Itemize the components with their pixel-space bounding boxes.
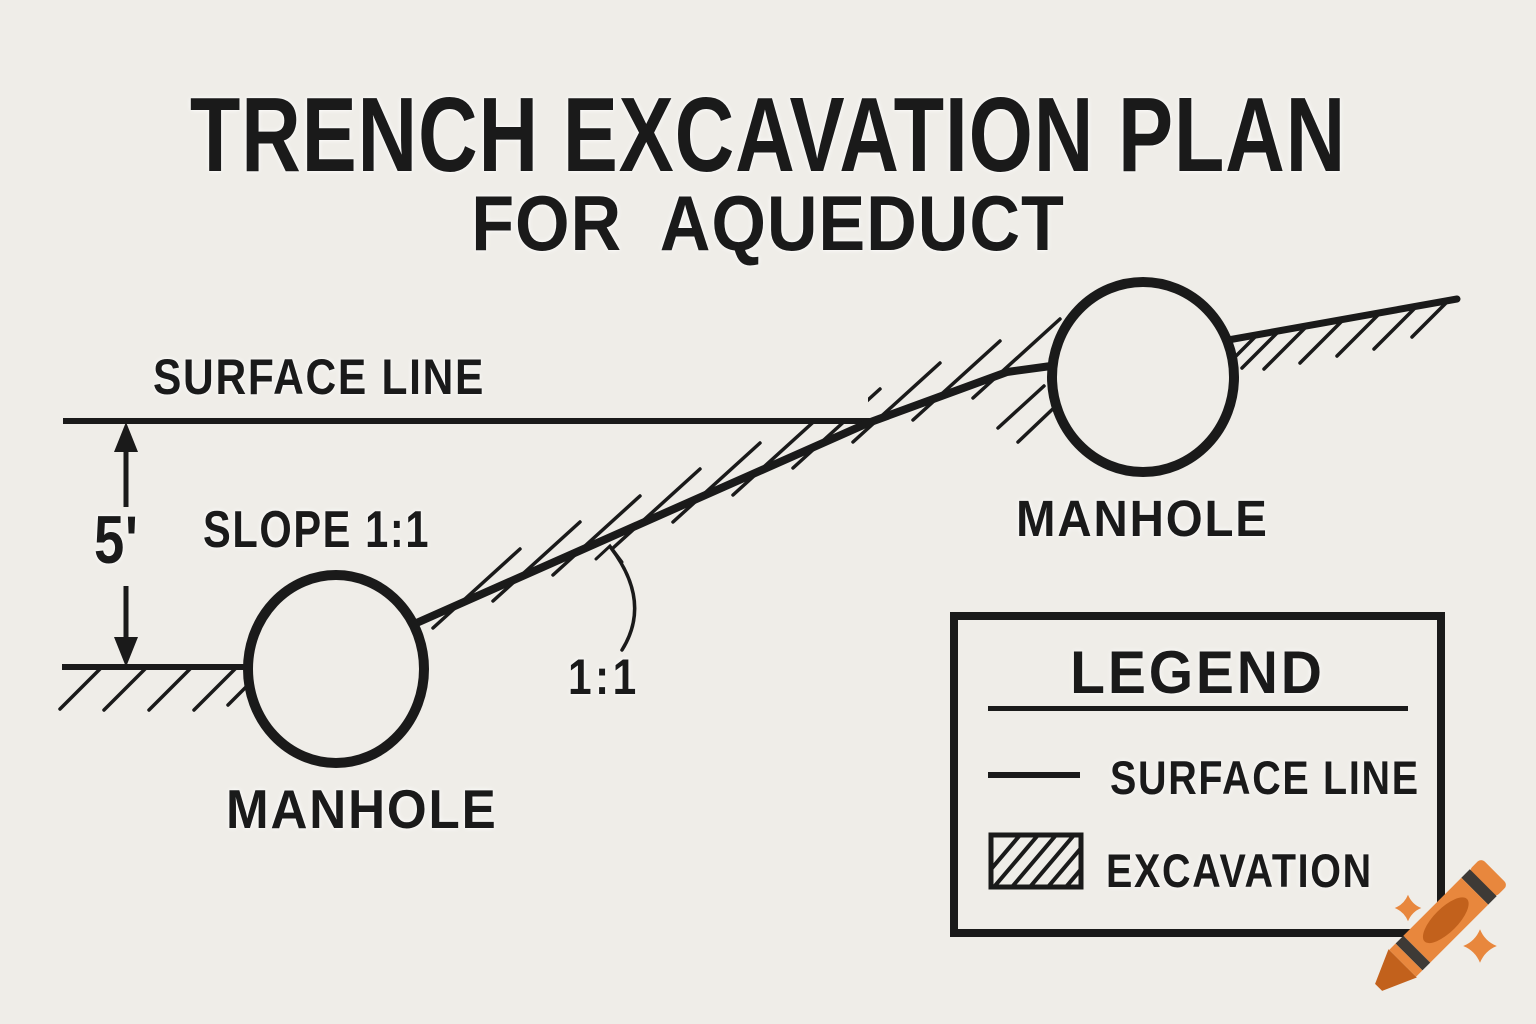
slope-hatching (431, 317, 1062, 630)
trench-bottom-hatching (58, 667, 265, 712)
slope-line (408, 362, 1055, 629)
manhole-left-label: MANHOLE (226, 778, 498, 840)
right-surface-hatching (1230, 301, 1448, 371)
crayon-body (1375, 860, 1506, 991)
legend-item-excavation: EXCAVATION (1106, 844, 1373, 897)
page-title: TRENCH EXCAVATION PLAN (189, 76, 1347, 194)
manhole-right-label: MANHOLE (1016, 490, 1269, 547)
slope-ratio-label: 1:1 (568, 649, 640, 705)
surface-line-symbol (988, 772, 1080, 778)
manhole-right-circle (1047, 277, 1239, 477)
right-surface-line (1224, 295, 1461, 344)
legend-item-surface-line: SURFACE LINE (1110, 751, 1420, 804)
slope-angle-annotation (594, 543, 637, 652)
sparkle-icon (1394, 894, 1497, 963)
slope-label: SLOPE 1:1 (203, 501, 431, 559)
legend-title: LEGEND (1070, 639, 1325, 706)
legend-box: LEGEND SURFACE LINE EXCAVATION (950, 612, 1445, 937)
depth-dimension-arrow (114, 422, 138, 667)
page-subtitle: FOR AQUEDUCT (471, 179, 1065, 267)
depth-dimension-label: 5' (94, 502, 139, 578)
manhole-left-circle (243, 570, 429, 768)
crayon-icon (1375, 860, 1506, 991)
surface-line-label: SURFACE LINE (153, 349, 486, 405)
legend-divider (988, 706, 1408, 711)
excavation-hatch-symbol (988, 832, 1084, 890)
